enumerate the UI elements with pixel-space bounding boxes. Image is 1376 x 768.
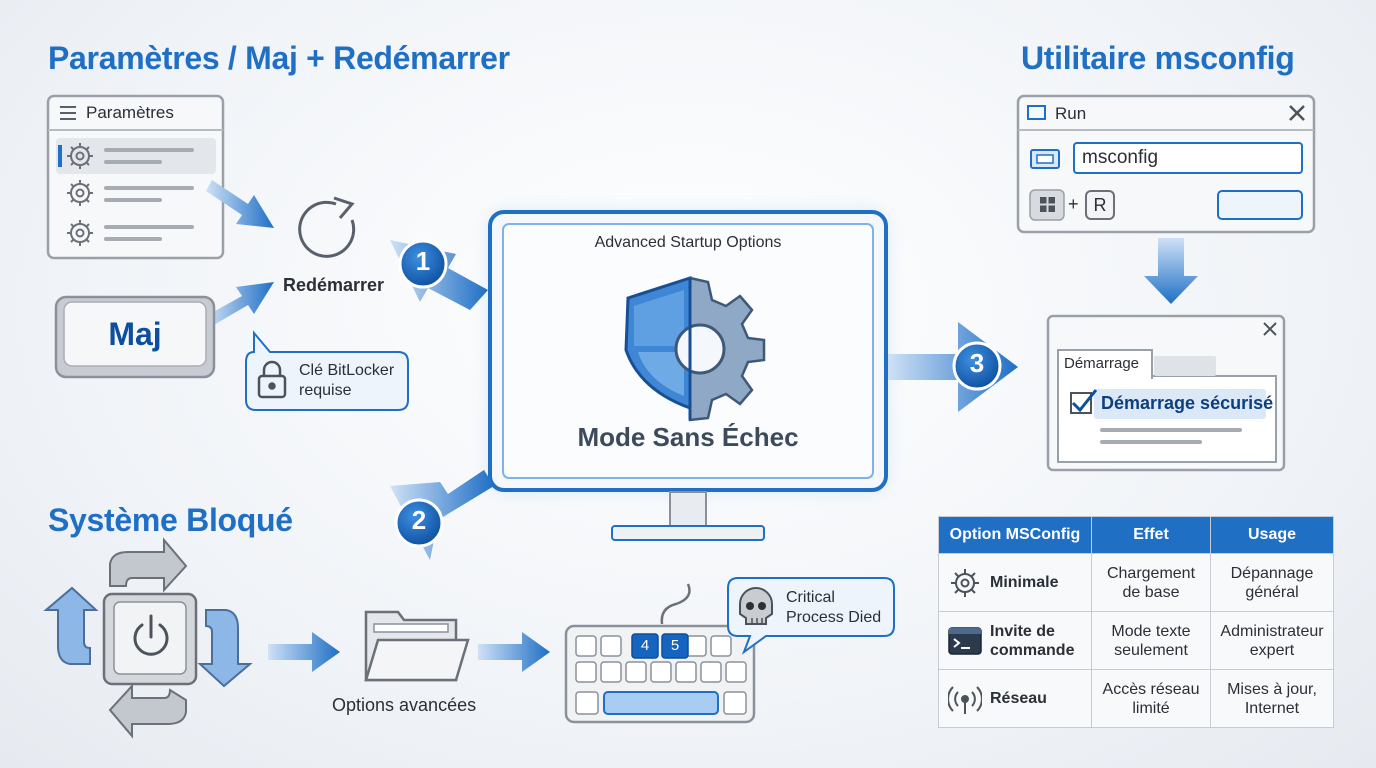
- cell-text: expert: [1249, 641, 1295, 659]
- key-r: R: [1093, 195, 1107, 215]
- bitlocker-bubble: [245, 330, 409, 411]
- settings-window-title: Paramètres: [86, 103, 174, 122]
- cell-text: Administrateur: [1220, 622, 1324, 640]
- run-app-icon: [1030, 149, 1060, 169]
- lock-icon: [257, 360, 287, 399]
- table-header-row: Option MSConfig Effet Usage: [938, 516, 1334, 554]
- key-5-label: 5: [670, 637, 680, 654]
- close-icon: [1289, 105, 1305, 121]
- gear-icon: [67, 220, 93, 246]
- bitlocker-text: Clé BitLocker requise: [299, 361, 394, 401]
- arrow-blocked-to-options: [268, 632, 340, 672]
- msconfig-section-title: Utilitaire msconfig: [1021, 40, 1295, 76]
- error-line-2: Process Died: [786, 609, 882, 626]
- error-text: Critical Process Died: [786, 588, 881, 628]
- arrow-settings-to-restart: [206, 180, 274, 228]
- windows-key-icon: [1029, 189, 1065, 221]
- cell-text: Mises à jour,: [1227, 680, 1317, 698]
- folder-icon: [364, 610, 470, 682]
- key-4-label: 4: [640, 637, 650, 654]
- cell-text: général: [1245, 583, 1299, 601]
- blocked-section-title: Système Bloqué: [48, 502, 293, 538]
- skull-icon: [739, 587, 773, 625]
- error-bubble: [727, 577, 895, 655]
- shield-gear-icon: [624, 275, 766, 422]
- gear-icon: [67, 180, 93, 206]
- step-badges: [394, 239, 1002, 548]
- key-plus: +: [1068, 194, 1079, 214]
- cell-text: seulement: [1114, 641, 1188, 659]
- hamburger-icon: [60, 106, 76, 120]
- cell-text: Internet: [1244, 699, 1300, 717]
- network-antenna-icon: [948, 685, 982, 714]
- msconfig-options-table: Option MSConfig Effet Usage Minimale Cha…: [938, 516, 1334, 728]
- header-option: Option MSConfig: [938, 516, 1092, 554]
- run-input-value: msconfig: [1082, 147, 1159, 168]
- step-2-badge: 2: [411, 505, 427, 535]
- settings-window: [46, 94, 225, 260]
- gear-icon: [67, 143, 93, 169]
- option-minimal: Minimale: [990, 574, 1059, 591]
- arrow-run-to-msconfig: [1144, 238, 1198, 304]
- cell-text: Mode texte: [1111, 622, 1191, 640]
- cell-text: Dépannage: [1230, 564, 1314, 582]
- cell-text: de base: [1122, 583, 1180, 601]
- bitlocker-line-2: requise: [299, 382, 352, 399]
- keyboard-icon: [564, 583, 756, 724]
- cell-text: Accès réseau: [1102, 680, 1200, 698]
- settings-rows: [67, 143, 194, 246]
- gear-icon: [951, 568, 979, 597]
- close-icon: [1263, 322, 1277, 336]
- option-cmd-line-1: Invite de: [990, 622, 1055, 640]
- safe-boot-label: Démarrage sécurisé: [1101, 393, 1274, 413]
- cell-text: limité: [1132, 699, 1170, 717]
- safe-mode-caption: Mode Sans Échec: [577, 422, 799, 452]
- arrow-options-to-keyboard: [478, 632, 550, 672]
- header-effect: Effet: [1091, 516, 1211, 554]
- power-loop-icon: [43, 537, 253, 739]
- terminal-icon: [948, 626, 982, 655]
- power-icon: [133, 614, 169, 656]
- error-line-1: Critical: [786, 589, 835, 606]
- arrow-shift-to-restart: [206, 282, 274, 326]
- cell-text: Chargement: [1106, 564, 1196, 582]
- restart-label: Redémarrer: [283, 275, 385, 295]
- settings-section-title: Paramètres / Maj + Redémarrer: [48, 40, 510, 76]
- step-3-badge: 3: [969, 348, 985, 378]
- advanced-options-label: Options avancées: [332, 695, 477, 715]
- run-dialog: [1016, 94, 1316, 234]
- msconfig-window: [1046, 314, 1286, 472]
- header-usage: Usage: [1210, 516, 1334, 554]
- monitor-header: Advanced Startup Options: [594, 234, 782, 251]
- shift-key-label: Maj: [108, 315, 162, 352]
- step-1-badge: 1: [415, 246, 431, 276]
- bitlocker-line-1: Clé BitLocker: [299, 362, 395, 379]
- restart-icon: [298, 196, 356, 258]
- shift-key: [54, 295, 216, 379]
- checkbox-checked-icon: [1070, 389, 1098, 414]
- run-dialog-title: Run: [1055, 104, 1087, 123]
- option-network: Réseau: [990, 690, 1047, 707]
- startup-tab-label: Démarrage: [1064, 355, 1140, 372]
- option-cmd-line-2: commande: [990, 641, 1075, 659]
